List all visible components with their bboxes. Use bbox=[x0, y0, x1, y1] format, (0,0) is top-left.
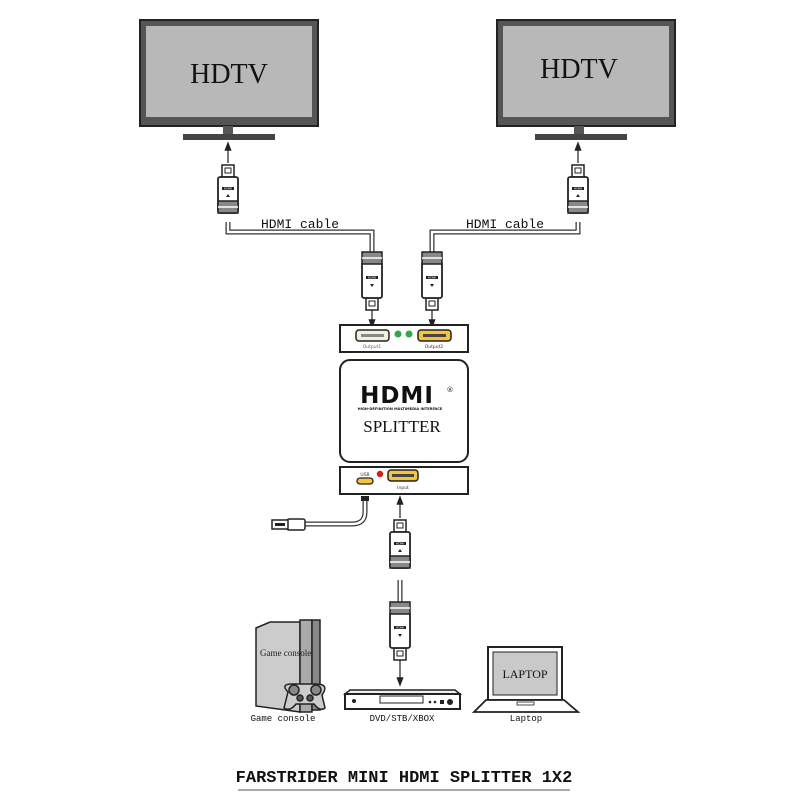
hdtv-label: HDTV bbox=[540, 54, 618, 85]
dvd-player: DVD/STB/XBOX bbox=[342, 689, 463, 724]
laptop-screen-text: LAPTOP bbox=[502, 667, 547, 681]
output2-label: Output2 bbox=[425, 344, 444, 350]
gamepad-icon bbox=[283, 683, 326, 711]
splitter-input-panel: USB Input bbox=[339, 466, 469, 495]
hdmi-plug-icon: HDMI bbox=[389, 519, 411, 569]
game-console-label: Game console bbox=[251, 714, 316, 724]
hdmi-logo: HDMI bbox=[360, 383, 434, 409]
console-screen-text: Game console bbox=[260, 648, 311, 658]
hdmi-plug-icon: HDMI bbox=[361, 251, 383, 311]
output1-led bbox=[394, 330, 402, 338]
laptop-label: Laptop bbox=[510, 714, 542, 724]
input-label: Input bbox=[397, 485, 409, 491]
hdtv-label: HDTV bbox=[190, 59, 268, 90]
usb-plug-icon bbox=[271, 496, 369, 531]
output2-led bbox=[405, 330, 413, 338]
output1-label: Output1 bbox=[363, 344, 382, 350]
hdmi-subtitle: HIGH-DEFINITION MULTIMEDIA INTERFACE bbox=[358, 407, 443, 411]
plug-label: HDMI bbox=[396, 542, 404, 546]
splitter-output-panel: Output1 Output2 bbox=[339, 324, 469, 353]
usb-label: USB bbox=[360, 472, 369, 478]
cable-label-left: HDMI cable bbox=[261, 217, 339, 232]
plug-label: HDMI bbox=[396, 626, 404, 630]
splitter-body: HDMI ® HIGH-DEFINITION MULTIMEDIA INTERF… bbox=[339, 359, 469, 463]
hdmi-plug-icon: HDMI bbox=[421, 251, 443, 311]
laptop: LAPTOP Laptop bbox=[471, 646, 581, 724]
registered-mark: ® bbox=[447, 386, 454, 394]
hdtv-right: HDTV bbox=[496, 19, 676, 140]
plug-label: HDMI bbox=[224, 187, 232, 191]
usb-port[interactable] bbox=[356, 477, 374, 485]
plug-label: HDMI bbox=[368, 276, 376, 280]
hdmi-plug-icon: HDMI bbox=[217, 164, 239, 214]
hdmi-plug-icon: HDMI bbox=[567, 164, 589, 214]
diagram-title: FARSTRIDER MINI HDMI SPLITTER 1X2 bbox=[236, 769, 573, 788]
hdtv-left: HDTV bbox=[139, 19, 319, 140]
game-console: Game console Game console bbox=[251, 619, 326, 724]
cable-label-right: HDMI cable bbox=[466, 217, 544, 232]
plug-label: HDMI bbox=[428, 276, 436, 280]
power-led bbox=[376, 470, 384, 478]
hdmi-plug-icon: HDMI bbox=[389, 601, 411, 661]
dvd-label: DVD/STB/XBOX bbox=[370, 714, 435, 724]
plug-label: HDMI bbox=[574, 187, 582, 191]
splitter-name: SPLITTER bbox=[363, 417, 441, 436]
